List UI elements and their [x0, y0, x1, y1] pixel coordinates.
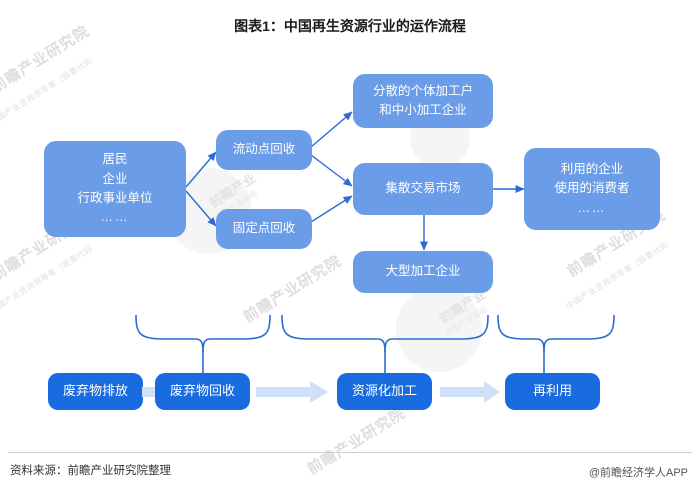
page-title: 图表1：中国再生资源行业的运作流程 — [234, 18, 466, 34]
stage-waste-discharge-label: 废弃物排放 — [62, 383, 128, 399]
edge-mobile-to-small — [310, 111, 353, 148]
node-small-processors-line-2: 和中小加工企业 — [379, 103, 467, 117]
stage-waste-discharge[interactable]: 废弃物排放 — [48, 373, 143, 410]
node-end-users-line-2: 使用的消费者 — [554, 181, 630, 196]
node-fixed-recycling[interactable]: 固定点回收 — [216, 209, 312, 249]
node-large-processors[interactable]: 大型加工企业 — [353, 251, 493, 293]
stage-resource-processing[interactable]: 资源化加工 — [337, 373, 432, 410]
node-mobile-recycling[interactable]: 流动点回收 — [216, 130, 312, 170]
node-small-processors[interactable]: 分散的个体加工户 和中小加工企业 — [353, 74, 493, 128]
node-sources[interactable]: 居民 企业 行政事业单位 …… — [44, 141, 186, 237]
stage-arrow-3-icon — [440, 381, 500, 403]
edge-mobile-to-market — [310, 154, 353, 187]
node-end-users-line-1: 利用的企业 — [560, 161, 624, 176]
source-note: 资料来源：前瞻产业研究院整理 — [10, 465, 171, 477]
node-sources-line-3: 行政事业单位 — [77, 191, 153, 205]
node-trading-market-label: 集散交易市场 — [385, 181, 461, 196]
node-end-users-line-3: …… — [577, 200, 607, 215]
node-small-processors-line-1: 分散的个体加工户 — [372, 83, 473, 98]
stage-resource-processing-label: 资源化加工 — [351, 383, 417, 399]
node-trading-market[interactable]: 集散交易市场 — [353, 163, 493, 215]
stage-arrow-2-icon — [256, 381, 328, 403]
node-fixed-recycling-label: 固定点回收 — [232, 221, 296, 236]
stage-waste-recovery-label: 废弃物回收 — [169, 383, 235, 399]
stage-reuse-label: 再利用 — [532, 383, 572, 399]
stage-waste-recovery[interactable]: 废弃物回收 — [155, 373, 250, 410]
node-sources-line-4: …… — [100, 210, 130, 225]
attribution-note: @前瞻经济学人APP — [588, 467, 688, 479]
node-sources-line-1: 居民 — [102, 152, 128, 167]
edge-fixed-to-market — [310, 195, 353, 223]
stage-reuse[interactable]: 再利用 — [505, 373, 600, 410]
node-large-processors-label: 大型加工企业 — [385, 264, 461, 279]
footer-divider — [8, 452, 692, 453]
node-end-users[interactable]: 利用的企业 使用的消费者 …… — [524, 148, 660, 230]
node-sources-line-2: 企业 — [102, 171, 128, 186]
node-mobile-recycling-label: 流动点回收 — [232, 142, 296, 157]
